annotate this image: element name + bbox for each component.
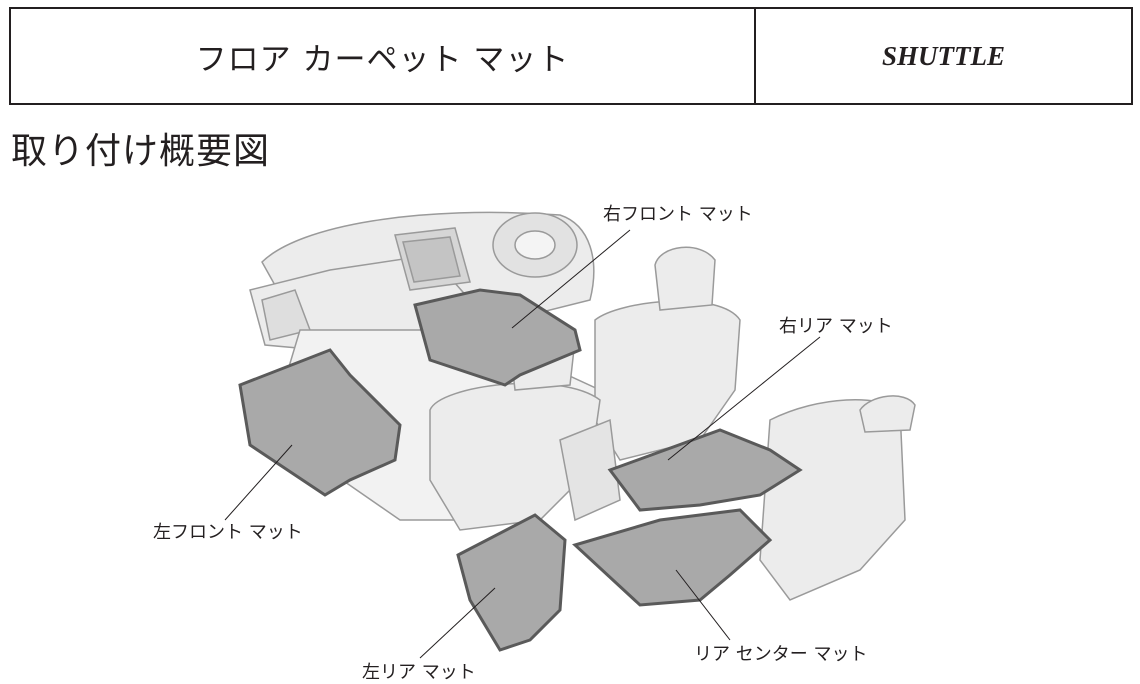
car-interior: [249, 211, 916, 601]
label-right-front-mat: 右フロント マット: [603, 204, 753, 225]
model-name: SHUTTLE: [881, 40, 1005, 71]
rear-center-mat: [572, 508, 773, 607]
label-left-rear-mat: 左リア マット: [362, 662, 476, 683]
leader-left-front: [224, 444, 293, 521]
leader-right-rear: [667, 336, 821, 461]
left-rear-mat: [456, 513, 567, 652]
section-title: 取り付け概要図: [11, 131, 271, 172]
label-rear-center-mat: リア センター マット: [694, 644, 868, 665]
leader-right-front: [511, 229, 631, 329]
leader-rear-center: [675, 569, 731, 641]
leader-lines: [224, 229, 821, 659]
right-front-mat: [413, 288, 582, 387]
leader-left-rear: [419, 587, 496, 659]
label-left-front-mat: 左フロント マット: [153, 522, 303, 543]
header-table: フロア カーペット マット SHUTTLE: [9, 7, 1133, 105]
header-title: フロア カーペット マット: [11, 9, 756, 103]
right-rear-mat: [607, 428, 803, 512]
floor-mats: [238, 288, 803, 652]
label-right-rear-mat: 右リア マット: [779, 316, 893, 337]
